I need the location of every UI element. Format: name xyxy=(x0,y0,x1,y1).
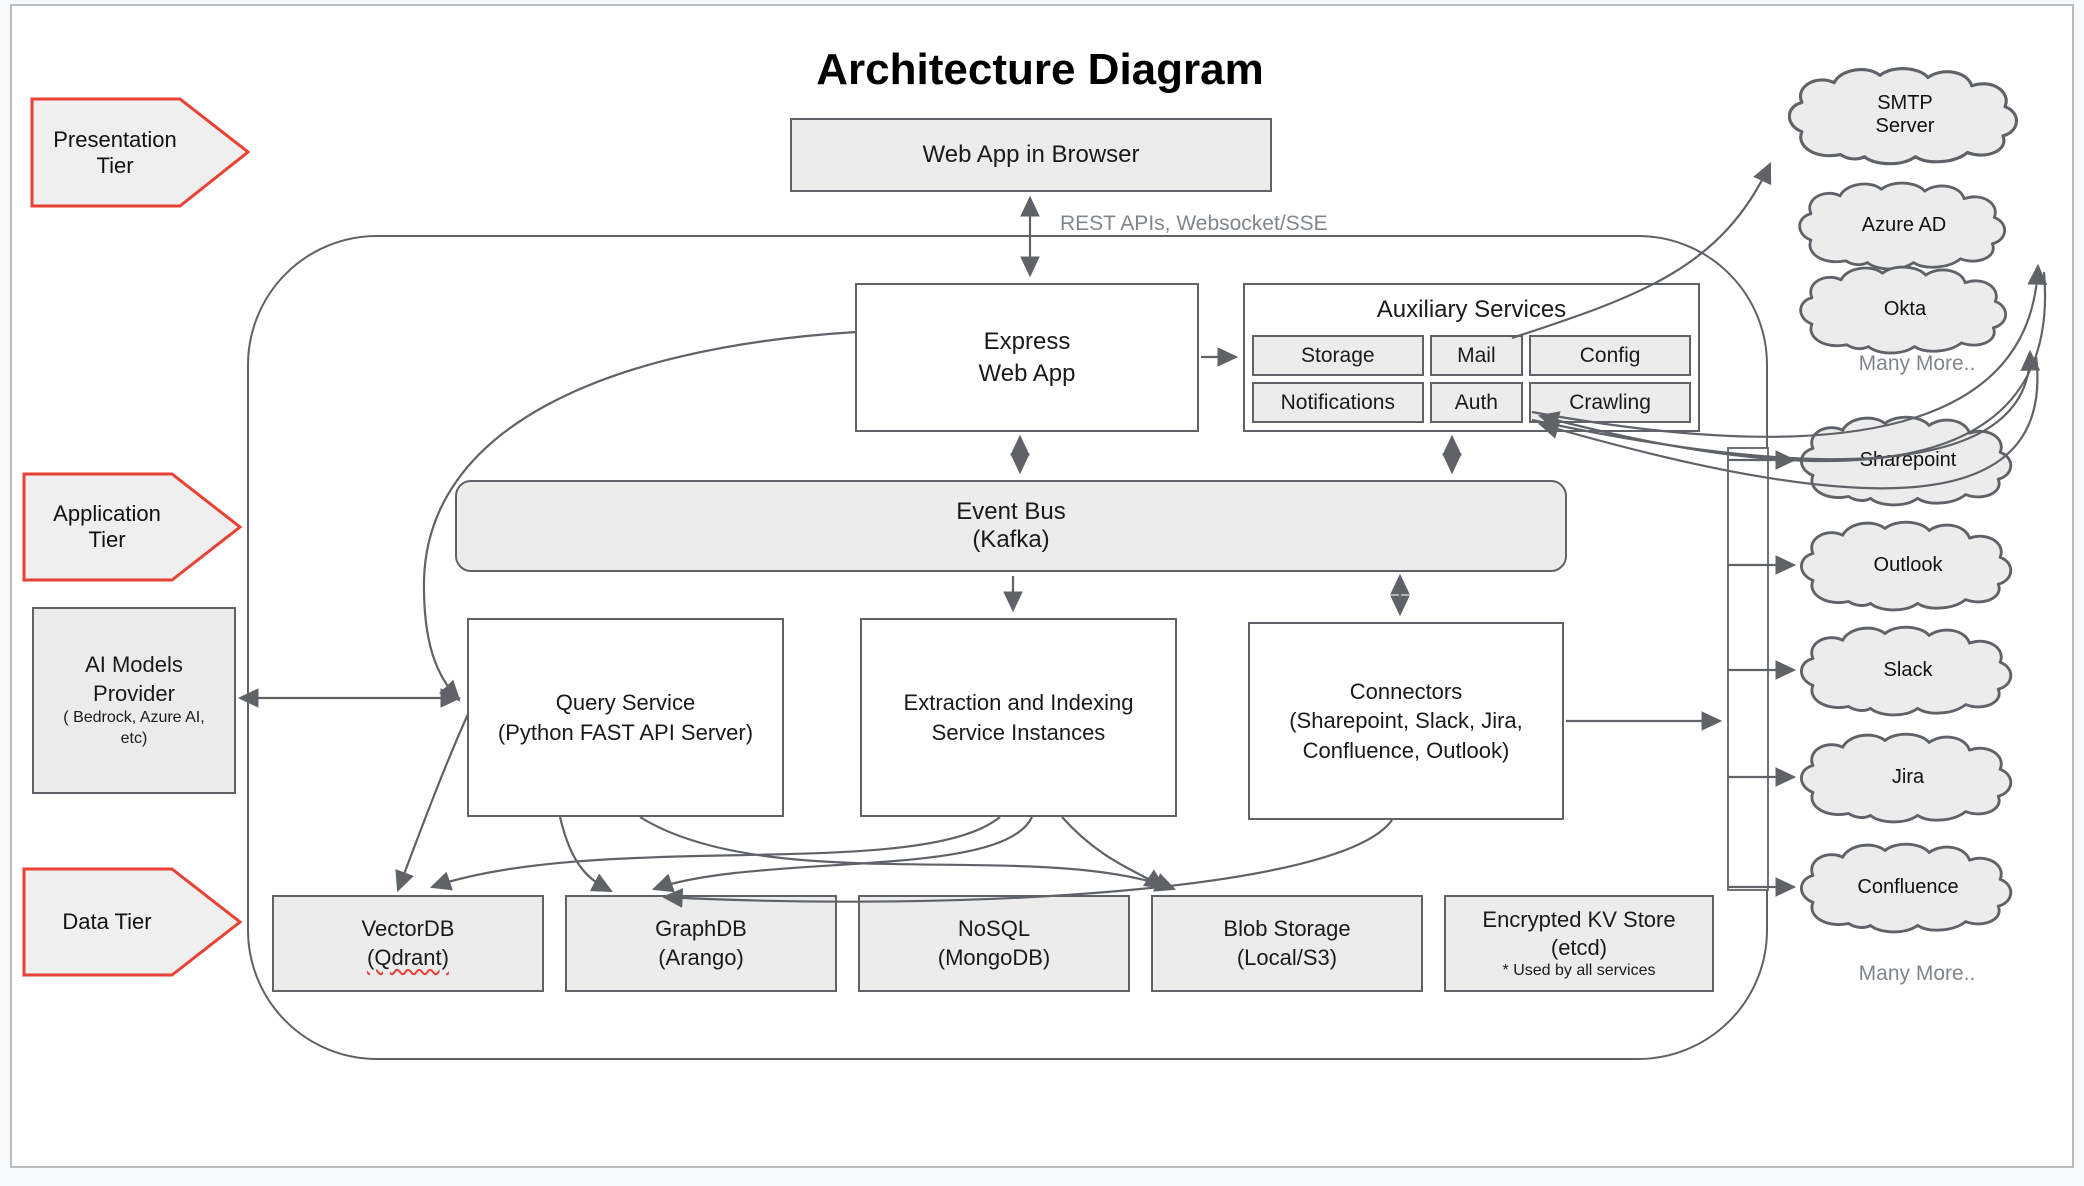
azure-ad-label: Azure AD xyxy=(1861,213,1947,236)
graphdb-line2: (Arango) xyxy=(658,944,744,970)
aux-service-crawling: Crawling xyxy=(1529,382,1691,423)
express-web-app-box: Express Web App xyxy=(855,283,1199,432)
confluence-cloud: Confluence xyxy=(1783,839,2033,935)
presentation-tier-label: Presentation Tier xyxy=(53,126,177,178)
express-web-app-label: Express Web App xyxy=(978,327,1076,387)
outlook-label: Outlook xyxy=(1873,553,1943,576)
nosql-line2: (MongoDB) xyxy=(937,944,1051,970)
aux-service-config: Config xyxy=(1529,335,1691,376)
blob-storage-line1: Blob Storage xyxy=(1223,915,1351,941)
sharepoint-cloud: Sharepoint xyxy=(1783,412,2033,508)
kv-store-note: * Used by all services xyxy=(1502,962,1656,979)
graphdb-label: GraphDB (Arango) xyxy=(655,915,747,972)
extraction-indexing-label: Extraction and Indexing Service Instance… xyxy=(903,690,1134,745)
connectors-box: Connectors (Sharepoint, Slack, Jira, Con… xyxy=(1248,622,1564,820)
smtp-server-cloud: SMTP Server xyxy=(1780,60,2030,170)
graphdb-line1: GraphDB xyxy=(655,915,747,941)
jira-cloud: Jira xyxy=(1783,729,2033,825)
web-app-in-browser-box: Web App in Browser xyxy=(790,118,1272,192)
nosql-box: NoSQL (MongoDB) xyxy=(858,895,1130,992)
web-app-in-browser-label: Web App in Browser xyxy=(922,141,1140,169)
data-tier-label: Data Tier xyxy=(62,909,152,934)
smtp-server-label: SMTP Server xyxy=(1875,92,1935,137)
vectordb-label: VectorDB (Qdrant) xyxy=(362,915,455,972)
aux-service-mail: Mail xyxy=(1429,335,1524,376)
aux-service-storage: Storage xyxy=(1252,335,1424,376)
aux-service-auth: Auth xyxy=(1429,382,1524,423)
nosql-line1: NoSQL xyxy=(957,915,1031,941)
data-tier-pentagon-shape xyxy=(22,867,243,977)
presentation-tier-marker: Presentation Tier xyxy=(30,97,251,208)
application-tier-pentagon-shape xyxy=(22,472,243,582)
blob-storage-line2: (Local/S3) xyxy=(1236,944,1338,970)
kv-store-line1: Encrypted KV Store xyxy=(1482,907,1676,932)
encrypted-kv-store-label: Encrypted KV Store (etcd) * Used by all … xyxy=(1482,906,1675,981)
presentation-tier-pentagon-shape xyxy=(30,97,251,208)
graphdb-box: GraphDB (Arango) xyxy=(565,895,837,992)
many-more-bottom-label: Many More.. xyxy=(1858,962,1976,985)
query-service-box: Query Service (Python FAST API Server) xyxy=(467,618,784,817)
auxiliary-services-box: Auxiliary Services Storage Mail Config N… xyxy=(1243,283,1700,432)
vectordb-line2: (Qdrant) xyxy=(367,944,449,970)
ai-models-provider-sublabel: ( Bedrock, Azure AI, etc) xyxy=(63,709,205,748)
okta-cloud: Okta xyxy=(1780,262,2030,356)
vectordb-line1: VectorDB xyxy=(361,915,455,941)
nosql-label: NoSQL (MongoDB) xyxy=(938,915,1050,972)
outlook-cloud: Outlook xyxy=(1783,517,2033,613)
blob-storage-box: Blob Storage (Local/S3) xyxy=(1151,895,1423,992)
connectors-label: Connectors (Sharepoint, Slack, Jira, Con… xyxy=(1289,679,1523,763)
data-tier-marker: Data Tier xyxy=(22,867,243,977)
extraction-indexing-box: Extraction and Indexing Service Instance… xyxy=(860,618,1177,817)
slack-label: Slack xyxy=(1883,658,1933,681)
ai-models-provider-label: AI Models Provider xyxy=(85,652,183,706)
rest-api-edge-label: REST APIs, Websocket/SSE xyxy=(1060,212,1328,235)
ai-models-provider-box: AI Models Provider ( Bedrock, Azure AI, … xyxy=(32,607,236,794)
jira-label: Jira xyxy=(1891,765,1925,788)
aux-service-notifications: Notifications xyxy=(1252,382,1424,423)
encrypted-kv-store-box: Encrypted KV Store (etcd) * Used by all … xyxy=(1444,895,1714,992)
event-bus-box: Event Bus (Kafka) xyxy=(455,480,1567,572)
sharepoint-label: Sharepoint xyxy=(1859,448,1957,471)
auxiliary-services-grid: Storage Mail Config Notifications Auth C… xyxy=(1245,335,1698,430)
page-title: Architecture Diagram xyxy=(816,45,1264,94)
event-bus-label: Event Bus (Kafka) xyxy=(956,498,1066,553)
auxiliary-services-title: Auxiliary Services xyxy=(1376,296,1567,324)
confluence-label: Confluence xyxy=(1857,875,1959,898)
query-service-label: Query Service (Python FAST API Server) xyxy=(497,690,754,745)
blob-storage-label: Blob Storage (Local/S3) xyxy=(1223,915,1350,972)
application-tier-marker: Application Tier xyxy=(22,472,243,582)
application-tier-label: Application Tier xyxy=(53,501,161,552)
okta-label: Okta xyxy=(1883,297,1927,320)
slack-cloud: Slack xyxy=(1783,622,2033,718)
azure-ad-cloud: Azure AD xyxy=(1778,178,2030,272)
kv-store-line2: (etcd) xyxy=(1550,934,1608,960)
vectordb-box: VectorDB (Qdrant) xyxy=(272,895,544,992)
